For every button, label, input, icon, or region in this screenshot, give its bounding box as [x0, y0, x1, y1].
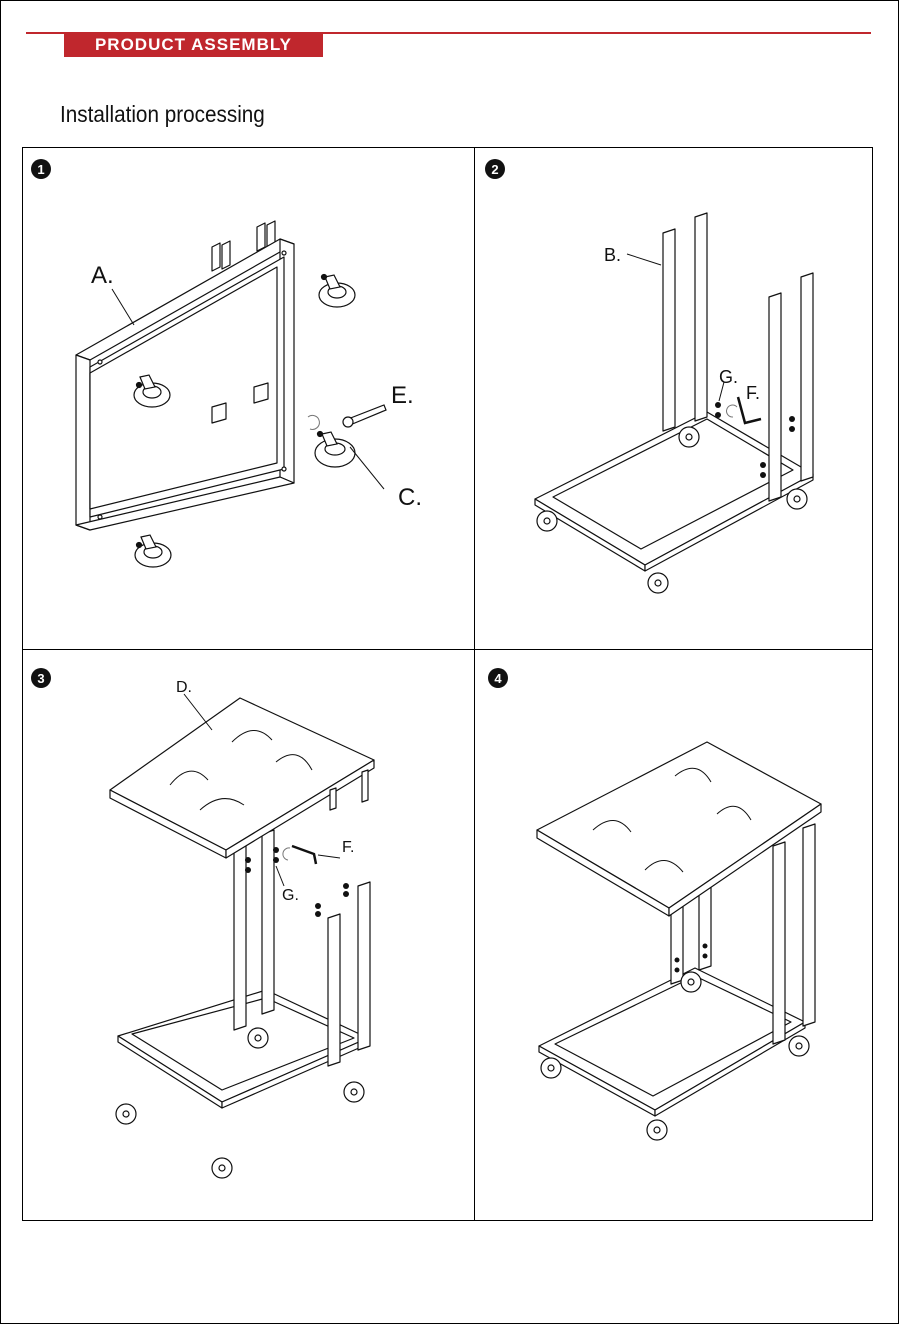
- caster-wheel-icon: [315, 432, 355, 468]
- part-label-g: G.: [719, 368, 738, 386]
- part-label-f-step3: F.: [342, 840, 354, 856]
- step-2-diagram: [475, 147, 873, 649]
- part-label-d: D.: [176, 680, 192, 696]
- part-label-e: E.: [391, 384, 414, 408]
- rotate-arrow-icon: [308, 415, 319, 429]
- part-label-c: C.: [398, 486, 422, 510]
- part-label-a: A.: [91, 264, 114, 288]
- part-label-b: B.: [604, 246, 621, 264]
- section-badge: PRODUCT ASSEMBLY: [64, 32, 323, 57]
- allen-key-icon: [292, 846, 316, 864]
- step-3-diagram: [22, 650, 474, 1221]
- page-subtitle: Installation processing: [60, 101, 265, 128]
- rotate-arrow-icon: [727, 405, 737, 417]
- caster-wheel-icon: [319, 275, 355, 308]
- part-label-g-step3: G.: [282, 888, 299, 904]
- caster-wheel-icon: [135, 535, 171, 567]
- part-label-f: F.: [746, 384, 760, 402]
- rotate-arrow-icon: [283, 848, 290, 860]
- wrench-icon: [343, 405, 386, 427]
- step-4-diagram: [475, 650, 873, 1221]
